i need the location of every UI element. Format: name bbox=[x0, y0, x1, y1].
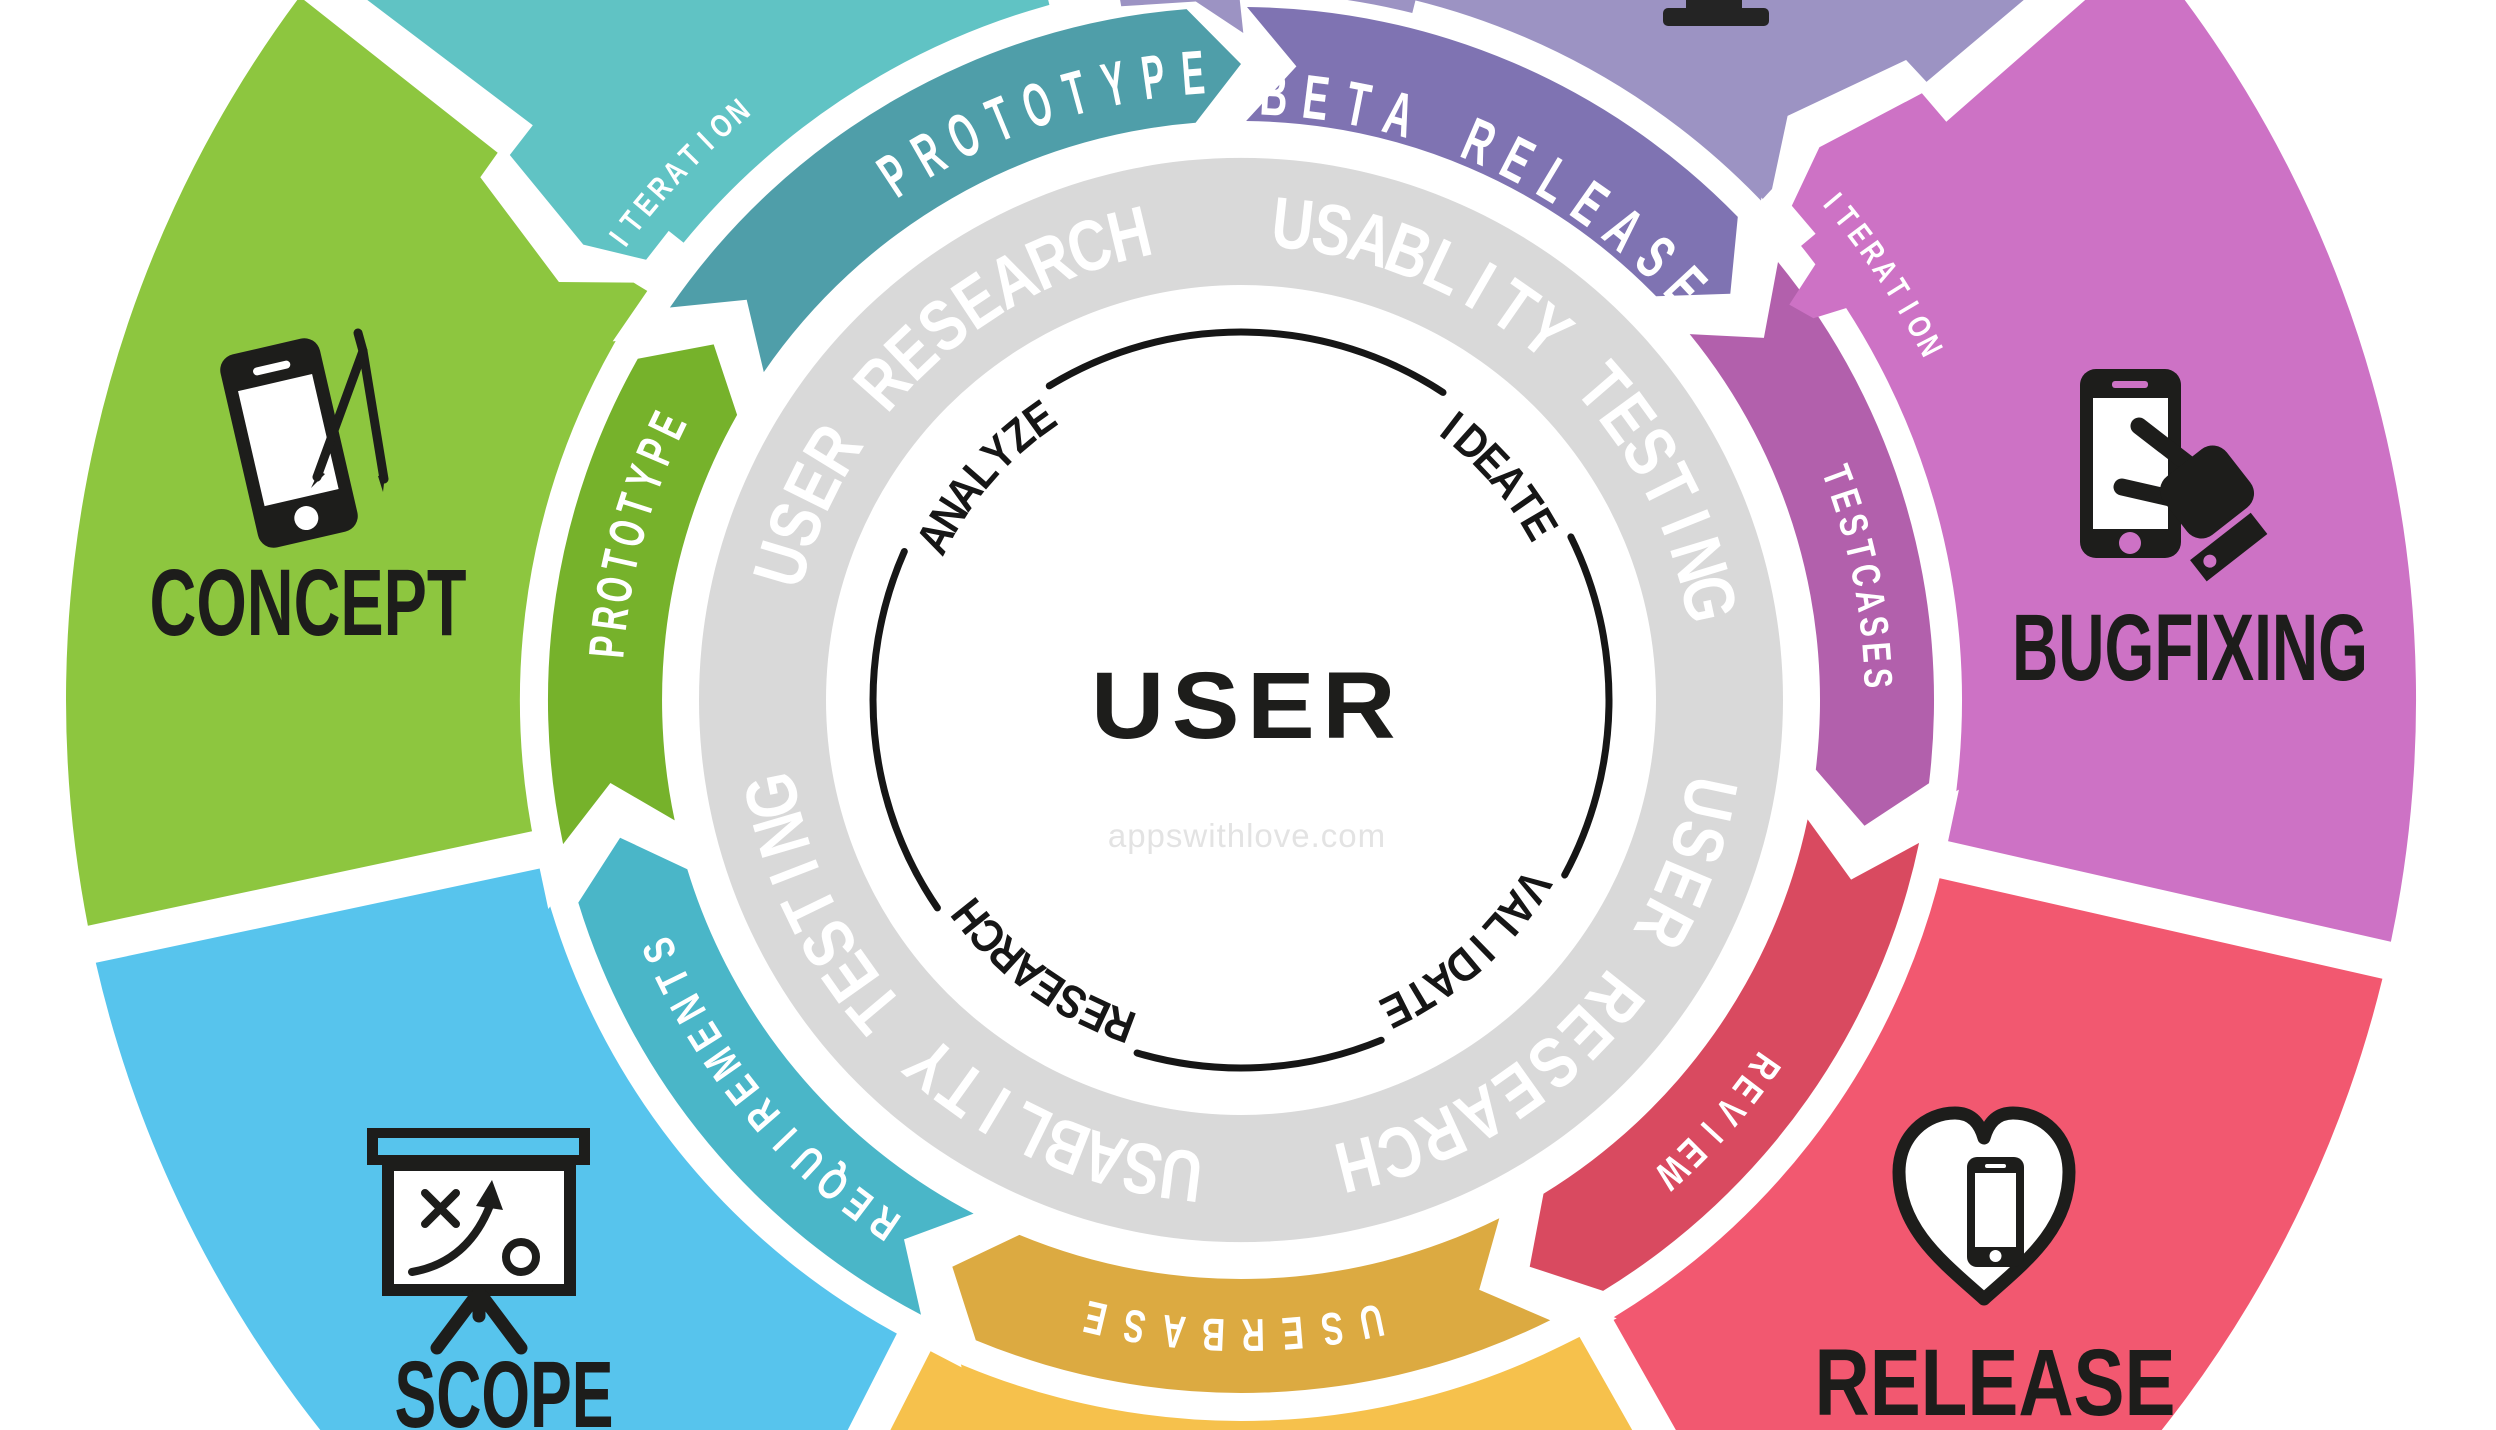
svg-text:S: S bbox=[1855, 667, 1900, 689]
svg-text:B: B bbox=[1258, 58, 1289, 129]
svg-text:USER: USER bbox=[1091, 653, 1403, 759]
svg-text:BUGFIXING: BUGFIXING bbox=[2012, 595, 2368, 701]
svg-text:SCOPE: SCOPE bbox=[395, 1342, 614, 1430]
svg-text:P: P bbox=[578, 634, 635, 660]
svg-text:E: E bbox=[1853, 641, 1898, 664]
svg-text:B: B bbox=[1201, 1308, 1226, 1360]
svg-text:CONCEPT: CONCEPT bbox=[150, 550, 467, 656]
svg-text:R: R bbox=[1241, 1309, 1265, 1360]
svg-text:A: A bbox=[1159, 1304, 1188, 1357]
svg-text:RELEASE: RELEASE bbox=[1815, 1330, 2176, 1430]
svg-text:E: E bbox=[1179, 37, 1207, 108]
svg-text:appswithlove.com: appswithlove.com bbox=[1108, 817, 1386, 854]
svg-text:U: U bbox=[1268, 181, 1318, 266]
svg-text:U: U bbox=[1155, 1133, 1206, 1218]
svg-text:E: E bbox=[1280, 1306, 1306, 1359]
